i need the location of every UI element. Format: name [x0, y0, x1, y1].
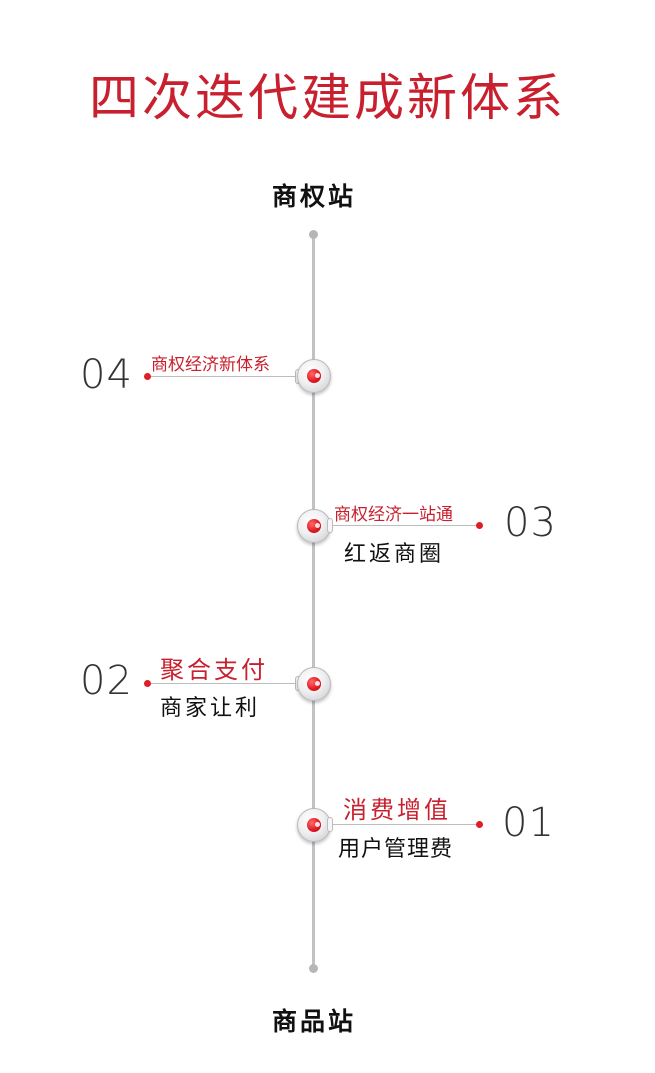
page-title: 四次迭代建成新体系: [89, 69, 566, 127]
timeline-axis: [312, 234, 315, 970]
stage-04-red-dot: [144, 373, 151, 380]
stage-02-node: [297, 667, 331, 701]
stage-03-red-text: 商权经济一站通: [334, 505, 453, 525]
stage-01-black-text: 用户管理费: [338, 837, 454, 862]
stage-03-number: 03: [504, 500, 557, 546]
stage-01-red-dot: [476, 821, 483, 828]
stage-03-connector: [327, 518, 483, 533]
stage-02-red-text: 聚合支付: [160, 656, 268, 684]
stage-03-node-dot: [307, 519, 321, 533]
stage-02-red-dot: [144, 680, 151, 687]
axis-bottom-cap: [309, 964, 318, 973]
stage-04-number: 04: [80, 352, 133, 398]
stage-03-black-text: 红返商圈: [344, 542, 445, 567]
stage-02-node-dot: [307, 677, 321, 691]
top-station-label: 商权站: [271, 182, 356, 211]
stage-01-node: [297, 808, 331, 842]
stage-03-node: [297, 509, 331, 543]
bottom-station-label: 商品站: [271, 1007, 356, 1036]
stage-02-black-text: 商家让利: [160, 696, 261, 721]
stage-02-number: 02: [80, 658, 133, 704]
stage-04-red-text: 商权经济新体系: [151, 355, 270, 375]
stage-01-node-dot: [307, 818, 321, 832]
stage-01-number: 01: [502, 800, 555, 846]
stage-04-node: [297, 359, 331, 393]
axis-top-cap: [309, 230, 318, 239]
stage-03-red-dot: [476, 522, 483, 529]
stage-01-red-text: 消费增值: [343, 796, 451, 824]
stage-01-connector: [327, 817, 483, 832]
stage-04-node-dot: [307, 369, 321, 383]
stage-04-connector: [144, 369, 301, 384]
